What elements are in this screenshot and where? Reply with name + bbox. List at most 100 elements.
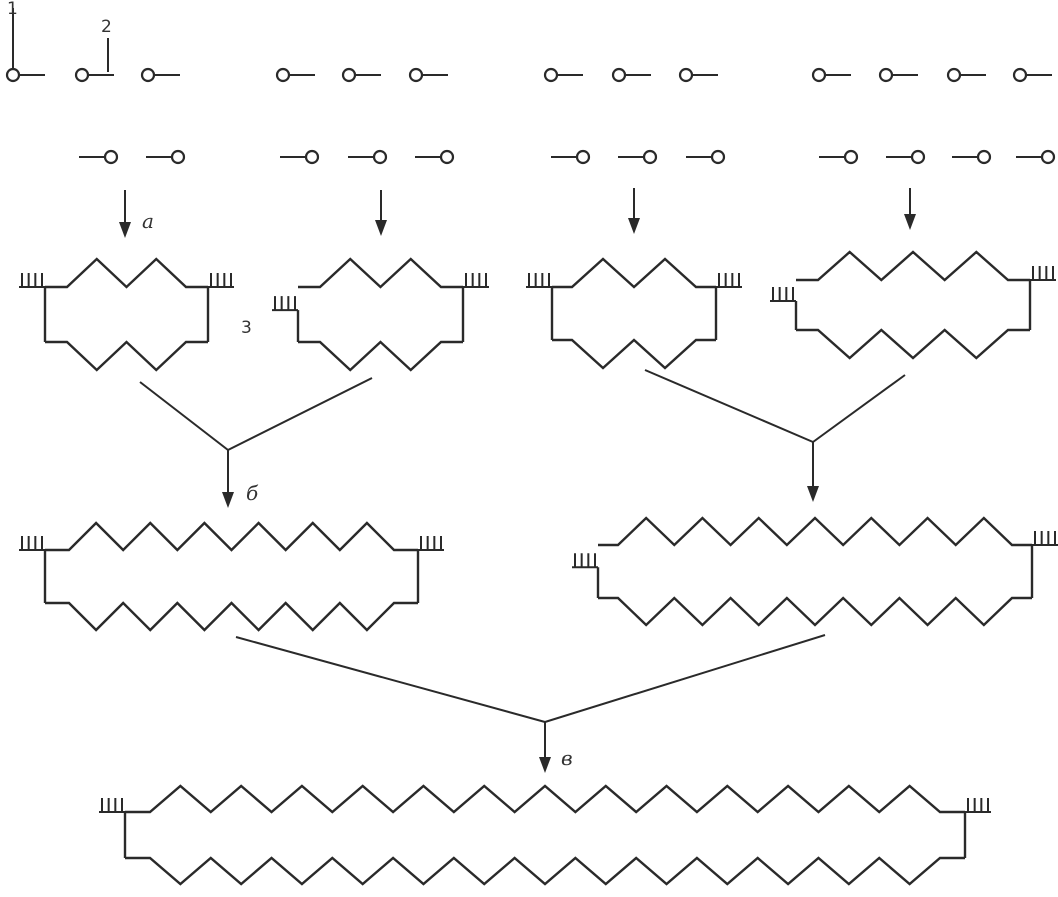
merge-lines-left: б [139, 377, 373, 508]
monomer-top-7 [543, 67, 583, 83]
ring-top-zigzag [552, 257, 716, 289]
monomer-knob [408, 67, 424, 83]
merge-lines-final: в [235, 634, 826, 773]
merge-lines-right [644, 369, 906, 502]
monomer-knob [304, 149, 320, 165]
ring-top-zigzag [796, 250, 1030, 282]
monomer-knob [843, 149, 859, 165]
monomer-row-bottom [79, 149, 1056, 165]
ring-bottom-zigzag [598, 596, 1032, 627]
right-end-comb [716, 273, 742, 288]
ring-bottom-zigzag [45, 601, 418, 632]
right-end-comb [1030, 266, 1056, 281]
ring-bottom-zigzag [125, 856, 965, 886]
monomer-top-10 [811, 67, 851, 83]
right-end-comb [965, 798, 991, 813]
monomer-bottom-8 [686, 149, 726, 165]
arrow-row2-d [904, 188, 916, 230]
monomer-top-6 [408, 67, 448, 83]
monomer-top-4 [275, 67, 315, 83]
right-end-comb [208, 273, 234, 288]
ring-top-zigzag [298, 257, 463, 289]
ring-medium-2 [572, 516, 1058, 627]
label-step-b: б [246, 481, 259, 505]
ring-bottom-zigzag [552, 338, 716, 370]
left-end-comb [572, 553, 598, 569]
left-end-comb [526, 273, 552, 288]
label-num-1: 1 [7, 0, 18, 19]
monomer-top-5 [341, 67, 381, 83]
ring-small-2 [272, 257, 489, 372]
label-num-3: 3 [241, 318, 252, 338]
label-step-a: а [142, 209, 154, 233]
monomer-top-9 [678, 67, 718, 83]
monomer-knob [976, 149, 992, 165]
ring-bottom-zigzag [298, 340, 463, 372]
monomer-knob [170, 149, 186, 165]
monomer-top-8 [611, 67, 651, 83]
ring-medium-1 [19, 521, 444, 632]
monomer-bottom-9 [819, 149, 859, 165]
monomer-bottom-2 [146, 149, 186, 165]
monomer-bottom-1 [79, 149, 119, 165]
monomer-bottom-7 [618, 149, 658, 165]
left-end-comb [19, 536, 45, 551]
monomer-knob [140, 67, 156, 83]
monomer-knob [543, 67, 559, 83]
ring-group [19, 250, 1058, 886]
arrow-row2-c [628, 188, 640, 234]
ring-top-zigzag [598, 516, 1032, 547]
right-end-comb [1032, 531, 1058, 546]
monomer-top-3 [140, 67, 180, 83]
monomer-top-1 [5, 67, 45, 83]
left-end-comb [770, 287, 796, 302]
right-end-comb [418, 536, 444, 551]
monomer-bottom-12 [1016, 149, 1056, 165]
monomer-knob [811, 67, 827, 83]
arrow-a: а [119, 190, 154, 238]
monomer-knob [1012, 67, 1028, 83]
monomer-row-top [5, 67, 1052, 83]
monomer-top-11 [878, 67, 918, 83]
left-end-comb [272, 296, 298, 312]
monomer-knob [275, 67, 291, 83]
legend-marker-2: 2 [101, 17, 112, 72]
legend-marker-1: 1 [7, 0, 18, 68]
monomer-knob [5, 67, 21, 83]
monomer-top-2 [74, 67, 114, 83]
monomer-knob [575, 149, 591, 165]
monomer-knob [910, 149, 926, 165]
left-end-comb [99, 798, 125, 813]
left-end-comb [19, 273, 45, 288]
ring-top-zigzag [45, 257, 208, 289]
monomer-knob [1040, 149, 1056, 165]
ring-large [99, 784, 991, 886]
label-step-c: в [561, 746, 573, 770]
ring-top-zigzag [45, 521, 418, 552]
monomer-knob [439, 149, 455, 165]
ring-bottom-zigzag [796, 328, 1030, 360]
right-end-comb [463, 273, 489, 288]
monomer-knob [878, 67, 894, 83]
monomer-knob [103, 149, 119, 165]
ring-small-4 [770, 250, 1056, 360]
monomer-bottom-4 [348, 149, 388, 165]
ring-small-3 [526, 257, 742, 370]
ring-small-1 [19, 257, 234, 372]
monomer-top-13 [1012, 67, 1052, 83]
monomer-knob [341, 67, 357, 83]
label-num-2: 2 [101, 17, 112, 37]
monomer-knob [642, 149, 658, 165]
monomer-bottom-11 [952, 149, 992, 165]
monomer-knob [678, 67, 694, 83]
ring-top-zigzag [125, 784, 965, 814]
monomer-knob [74, 67, 90, 83]
monomer-knob [946, 67, 962, 83]
monomer-bottom-3 [280, 149, 320, 165]
monomer-top-12 [946, 67, 986, 83]
monomer-knob [611, 67, 627, 83]
monomer-bottom-5 [415, 149, 455, 165]
monomer-bottom-6 [551, 149, 591, 165]
arrow-row2-b [375, 190, 387, 236]
